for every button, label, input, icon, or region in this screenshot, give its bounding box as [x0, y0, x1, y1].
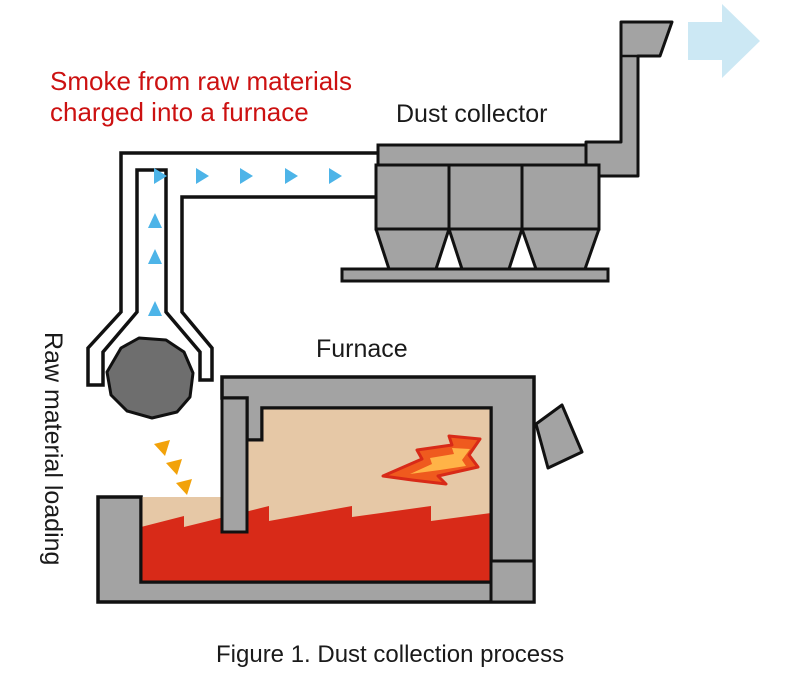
furnace	[96, 375, 584, 604]
smoke-label: Smoke from raw materials charged into a …	[50, 66, 352, 128]
smoke-label-line1: Smoke from raw materials	[50, 66, 352, 96]
exhaust-arrow-icon	[688, 4, 760, 78]
smoke-flow-arrows	[148, 168, 342, 316]
charge-arrows	[154, 440, 192, 495]
flow-arrow-icon	[329, 168, 342, 184]
flow-arrow-icon	[148, 301, 162, 316]
dust-collector	[340, 143, 610, 283]
figure-caption: Figure 1. Dust collection process	[216, 641, 565, 668]
furnace-door	[220, 396, 249, 534]
scrap-lump-icon	[105, 336, 195, 420]
flow-arrow-icon	[148, 213, 162, 228]
flow-arrow-icon	[240, 168, 253, 184]
charge-arrow-icon	[166, 459, 182, 475]
duct	[86, 151, 382, 387]
smoke-label-line2: charged into a furnace	[50, 97, 309, 128]
flow-arrow-icon	[154, 168, 167, 184]
exhaust-stack	[584, 20, 674, 178]
flow-arrow-icon	[285, 168, 298, 184]
raw-material-loading-label: Raw material loading	[39, 332, 67, 566]
flow-arrow-icon	[196, 168, 209, 184]
dust-collector-label: Dust collector	[396, 100, 548, 128]
burner	[534, 403, 584, 470]
furnace-label: Furnace	[316, 335, 408, 363]
charge-arrow-icon	[176, 479, 192, 495]
flow-arrow-icon	[148, 249, 162, 264]
charge-arrow-icon	[154, 440, 170, 456]
